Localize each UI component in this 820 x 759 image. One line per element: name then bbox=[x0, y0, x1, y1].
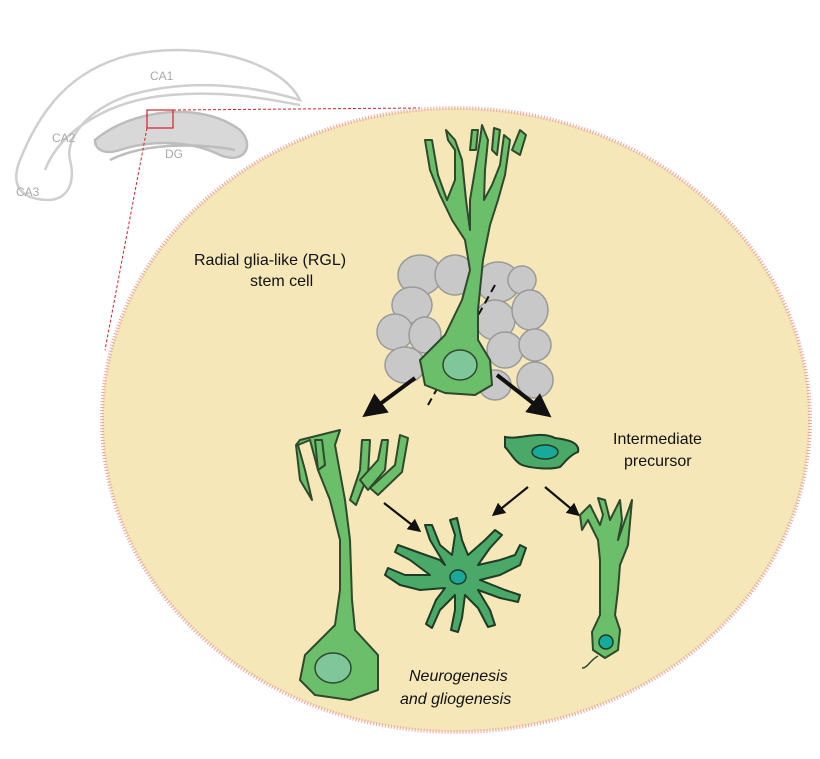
neuron bbox=[579, 497, 633, 669]
label-ca3: CA3 bbox=[16, 185, 40, 199]
label-rgl-line2: stem cell bbox=[250, 273, 313, 290]
rgl-top-nucleus bbox=[442, 349, 478, 381]
niche-cells bbox=[376, 254, 554, 401]
hippocampus-outline bbox=[15, 48, 303, 202]
label-dg: DG bbox=[165, 147, 183, 161]
arrow-precursor-to-astro bbox=[491, 486, 529, 517]
zoom-box bbox=[146, 109, 174, 129]
label-neuro-line1: Neurogenesis bbox=[409, 668, 508, 685]
arrow-precursor-to-neuron bbox=[544, 486, 581, 517]
astrocyte-nucleus bbox=[449, 569, 467, 585]
arrow-rgl-to-astro bbox=[383, 502, 422, 533]
label-ca1: CA1 bbox=[150, 69, 174, 83]
arrow-to-precursor bbox=[495, 373, 552, 418]
arrow-to-rgl bbox=[362, 376, 417, 418]
label-neuro-line2: and gliogenesis bbox=[400, 691, 511, 708]
label-intermediate-line1: Intermediate bbox=[613, 431, 702, 448]
zoom-line-left bbox=[104, 127, 148, 351]
rgl-bottom-nucleus bbox=[314, 652, 352, 684]
label-rgl-line1: Radial glia-like (RGL) bbox=[194, 252, 346, 269]
label-ca2: CA2 bbox=[52, 131, 76, 145]
rgl-cell-top bbox=[419, 124, 527, 396]
zoom-ellipse bbox=[100, 106, 812, 734]
intermediate-precursor bbox=[504, 433, 580, 470]
label-intermediate-line2: precursor bbox=[624, 453, 692, 470]
zoom-line-top bbox=[172, 107, 421, 111]
rgl-cell-bottom bbox=[295, 429, 409, 701]
